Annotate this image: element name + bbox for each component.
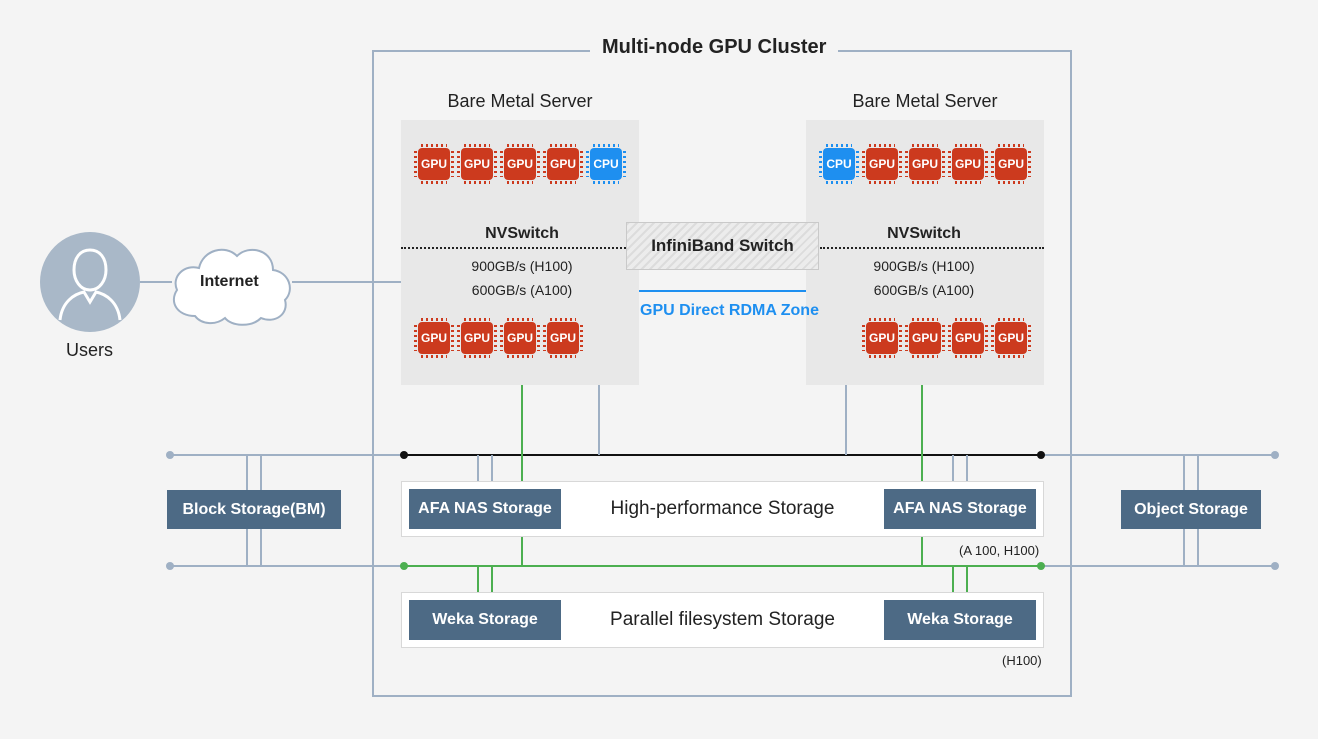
users-label: Users bbox=[66, 340, 114, 360]
nvswitch-divider-left bbox=[401, 247, 626, 249]
weka-storage-left: Weka Storage bbox=[409, 600, 561, 640]
speed-h100-left: 900GB/s (H100) bbox=[471, 258, 573, 274]
weka-storage-right: Weka Storage bbox=[884, 600, 1036, 640]
user-icon bbox=[40, 232, 140, 332]
gpu-chip: GPU bbox=[500, 318, 540, 358]
gpu-chip: GPU bbox=[414, 318, 454, 358]
gpu-chip: GPU bbox=[543, 318, 583, 358]
high-performance-storage-title: High-performance Storage bbox=[610, 498, 835, 519]
internet-label: Internet bbox=[200, 273, 259, 290]
rdma-zone-label: GPU Direct RDMA Zone bbox=[640, 302, 819, 319]
speed-a100-left: 600GB/s (A100) bbox=[471, 282, 573, 298]
cpu-chip: CPU bbox=[819, 144, 859, 184]
speed-h100-right: 900GB/s (H100) bbox=[873, 258, 975, 274]
infiniband-switch: InfiniBand Switch bbox=[626, 222, 819, 270]
nvswitch-divider-right bbox=[820, 247, 1044, 249]
gpu-chip: GPU bbox=[414, 144, 454, 184]
nvswitch-label-left: NVSwitch bbox=[485, 225, 559, 242]
speed-a100-right: 600GB/s (A100) bbox=[873, 282, 975, 298]
nvswitch-label-right: NVSwitch bbox=[887, 225, 961, 242]
block-storage: Block Storage(BM) bbox=[167, 490, 341, 529]
gpu-chip: GPU bbox=[543, 144, 583, 184]
object-storage: Object Storage bbox=[1121, 490, 1261, 529]
afa-nas-storage-right: AFA NAS Storage bbox=[884, 489, 1036, 529]
gpu-chip: GPU bbox=[862, 144, 902, 184]
cloud-icon bbox=[165, 236, 297, 328]
parallel-filesystem-storage-title: Parallel filesystem Storage bbox=[610, 609, 835, 630]
gpu-chip: GPU bbox=[500, 144, 540, 184]
gpu-chip: GPU bbox=[948, 318, 988, 358]
gpu-chip: GPU bbox=[862, 318, 902, 358]
gpu-chip: GPU bbox=[991, 318, 1031, 358]
gpu-chip: GPU bbox=[905, 144, 945, 184]
pfs-storage-note: (H100) bbox=[1002, 653, 1042, 668]
gpu-chip: GPU bbox=[991, 144, 1031, 184]
gpu-chip: GPU bbox=[457, 144, 497, 184]
server-title-left: Bare Metal Server bbox=[447, 91, 593, 111]
afa-nas-storage-left: AFA NAS Storage bbox=[409, 489, 561, 529]
server-title-right: Bare Metal Server bbox=[852, 91, 998, 111]
gpu-chip: GPU bbox=[948, 144, 988, 184]
hp-storage-note: (A 100, H100) bbox=[959, 543, 1040, 558]
cpu-chip: CPU bbox=[586, 144, 626, 184]
cluster-title: Multi-node GPU Cluster bbox=[590, 36, 839, 59]
gpu-chip: GPU bbox=[457, 318, 497, 358]
gpu-chip: GPU bbox=[905, 318, 945, 358]
